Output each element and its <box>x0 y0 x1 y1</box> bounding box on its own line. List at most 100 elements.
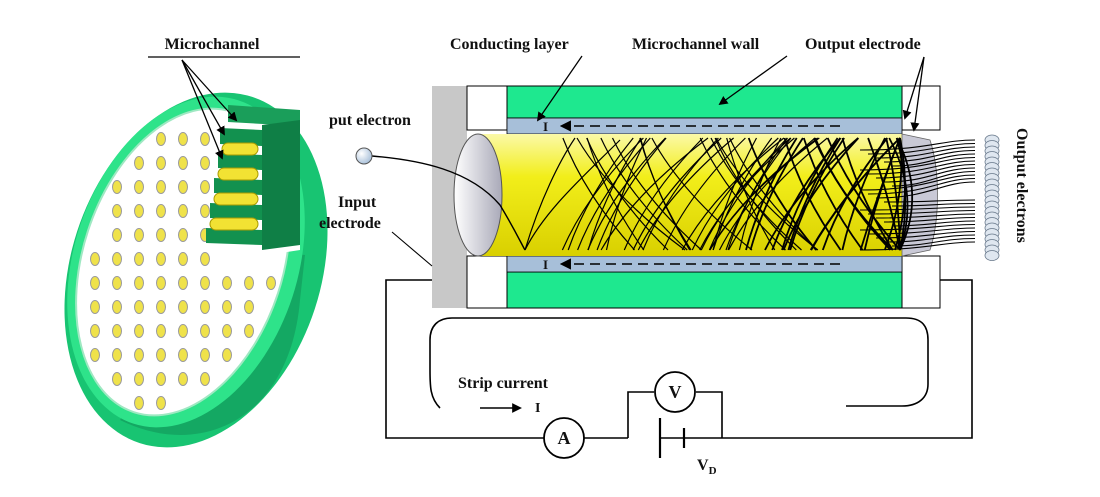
input-electrode-label-line1: Input <box>338 194 377 211</box>
hole <box>90 276 100 290</box>
trajectory <box>867 177 976 195</box>
hole <box>222 276 232 290</box>
hole <box>156 156 166 170</box>
input-electrode-leader <box>391 231 433 267</box>
trajectory <box>623 137 704 251</box>
hole <box>222 348 232 362</box>
hole <box>156 324 166 338</box>
current-label-bottom: I <box>543 257 548 272</box>
current-label-top: I <box>543 119 548 134</box>
channel-cross-section: I I <box>355 85 1000 309</box>
hole <box>178 324 188 338</box>
trajectory <box>895 137 914 251</box>
trajectory <box>651 137 753 251</box>
hole <box>244 300 254 314</box>
microchannel-wall-bottom <box>506 271 903 309</box>
hole <box>156 372 166 386</box>
trajectory <box>859 174 976 191</box>
trajectory <box>587 137 666 251</box>
input-electron-label: put electron <box>329 112 411 129</box>
trajectory <box>708 137 788 251</box>
trajectory <box>859 206 976 211</box>
hole <box>178 132 188 146</box>
trajectory <box>715 137 819 251</box>
hole <box>156 348 166 362</box>
hole <box>156 252 166 266</box>
trajectory <box>726 137 776 251</box>
hole <box>112 276 122 290</box>
hole <box>244 276 254 290</box>
microchannel-holes <box>90 132 276 410</box>
trajectory <box>600 137 688 251</box>
hole <box>222 300 232 314</box>
trajectory <box>662 137 746 251</box>
trajectory <box>771 137 842 251</box>
trajectory <box>891 237 976 247</box>
hole <box>200 348 210 362</box>
trajectory <box>700 137 791 251</box>
trajectory <box>859 139 976 151</box>
trajectory <box>710 137 802 251</box>
trajectory <box>875 230 976 239</box>
hole <box>200 252 210 266</box>
wire-right <box>722 279 973 439</box>
hole <box>156 300 166 314</box>
trajectory <box>859 156 976 171</box>
trajectory <box>859 241 976 251</box>
hole <box>178 252 188 266</box>
trajectory <box>883 199 976 203</box>
trajectory <box>371 155 526 251</box>
hole <box>178 180 188 194</box>
input-electron-ball <box>355 147 373 165</box>
trajectory <box>789 137 845 251</box>
trajectory <box>867 227 976 235</box>
trajectory <box>810 137 901 251</box>
hole <box>112 348 122 362</box>
trajectory <box>637 137 734 251</box>
hole <box>112 228 122 242</box>
trajectory <box>891 220 976 227</box>
channel-entrance <box>453 133 503 257</box>
hole <box>134 228 144 242</box>
hole <box>156 132 166 146</box>
hole <box>178 156 188 170</box>
hole <box>200 324 210 338</box>
trajectory <box>875 181 976 199</box>
voltage-label: VD <box>697 457 717 477</box>
hole <box>134 396 144 410</box>
trajectory <box>883 149 976 163</box>
trajectory <box>782 137 860 251</box>
trajectory <box>587 137 642 251</box>
trajectory <box>524 137 576 251</box>
hole <box>90 324 100 338</box>
cutaway-channels <box>206 105 300 250</box>
trajectory <box>712 137 758 251</box>
hole <box>156 228 166 242</box>
trajectory <box>883 234 976 243</box>
hole <box>112 324 122 338</box>
trajectory <box>859 223 976 231</box>
hole <box>200 156 210 170</box>
trajectory <box>576 137 686 251</box>
strip-current-label: Strip current <box>458 375 549 392</box>
hole <box>200 276 210 290</box>
hole <box>178 228 188 242</box>
trajectory <box>895 137 907 251</box>
hole <box>266 276 276 290</box>
trajectory <box>639 137 691 251</box>
hole <box>244 324 254 338</box>
voltmeter <box>654 371 696 413</box>
hole <box>134 372 144 386</box>
ammeter <box>543 417 585 459</box>
microchannel-wall-label: Microchannel wall <box>632 36 760 53</box>
mcp-plate-3d: Microchannel <box>64 36 328 448</box>
trajectory <box>891 170 976 187</box>
trajectory <box>749 137 804 251</box>
hole <box>134 324 144 338</box>
trajectory <box>577 137 651 251</box>
output-electrode-label: Output electrode <box>805 36 921 53</box>
trajectory <box>867 209 976 215</box>
trajectory <box>709 137 819 251</box>
hole <box>90 300 100 314</box>
